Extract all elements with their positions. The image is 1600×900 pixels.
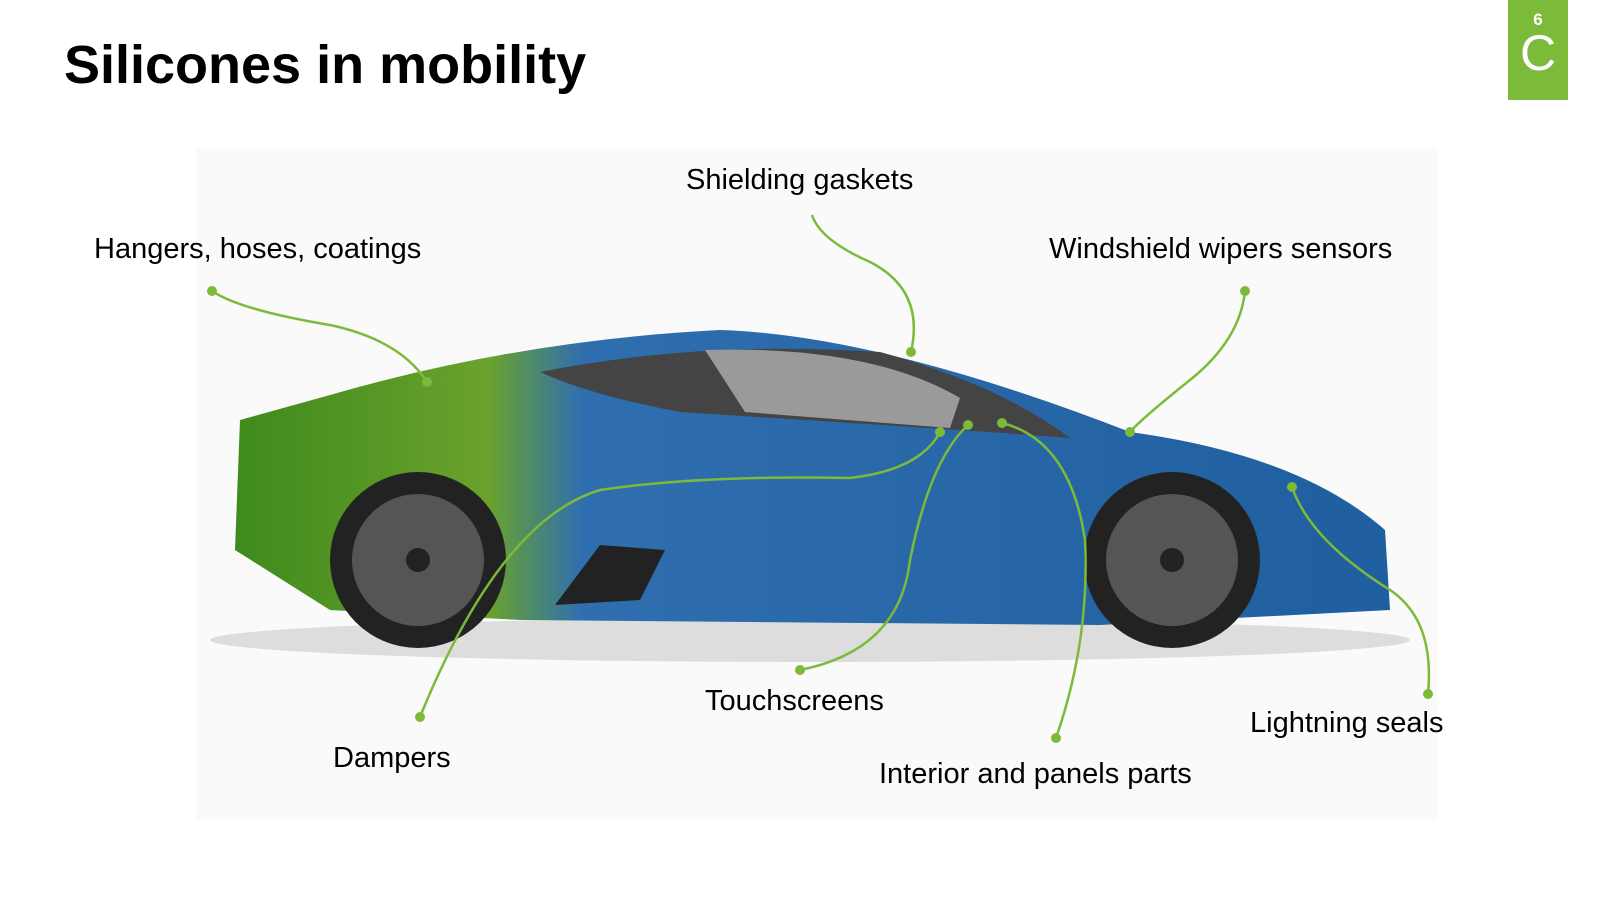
callout-windshield: Windshield wipers sensors [1049,233,1393,265]
callout-dots [207,286,1433,743]
callout-lines [211,214,1431,739]
line-shielding [810,214,916,353]
line-hangers [211,289,429,383]
callout-shielding: Shielding gaskets [686,164,914,196]
callout-touchscreens: Touchscreens [705,685,884,717]
front-wheel [1084,472,1260,648]
car-glass [705,349,960,428]
logo-symbol: C [1519,25,1557,81]
callout-interior: Interior and panels parts [879,758,1192,790]
callout-lightning: Lightning seals [1250,707,1444,739]
car-grille [555,545,665,605]
callout-dampers: Dampers [333,742,451,774]
line-interior [1001,421,1087,739]
line-dampers [418,431,942,718]
logo-number: 6 [1533,10,1543,29]
line-touchscreens [799,424,969,672]
page-title: Silicones in mobility [64,35,587,95]
rear-wheel [330,472,506,648]
callout-hangers: Hangers, hoses, coatings [94,233,422,265]
line-windshield [1129,290,1247,433]
brand-logo: 6 C [1508,0,1568,100]
line-lightning [1290,486,1431,695]
car-shadow [210,618,1410,662]
